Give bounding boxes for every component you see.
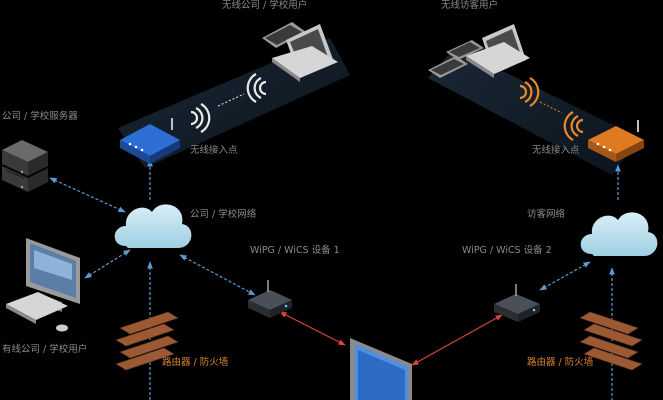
label-corp-servers: 公司 / 学校服务器 xyxy=(2,111,78,122)
label-corp-network: 公司 / 学校网络 xyxy=(190,209,257,220)
label-firewall-left: 路由器 / 防火墙 xyxy=(162,357,229,368)
label-access-point-left: 无线接入点 xyxy=(190,145,238,156)
wifi-dotted-right xyxy=(539,101,563,114)
label-device-1: WiPG / WiCS 设备 1 xyxy=(250,245,340,256)
link-device1-to-display xyxy=(279,311,346,346)
access-point-left-icon xyxy=(120,118,180,164)
link-cloud-to-device1 xyxy=(179,254,256,296)
wifi-signal-left-far-icon xyxy=(246,73,267,103)
firewall-left-icon xyxy=(115,311,179,371)
wifi-dotted-left xyxy=(217,93,245,107)
server-rack-icon xyxy=(2,140,48,192)
guest-network-cloud-icon xyxy=(580,212,658,256)
link-wired-user-to-cloud xyxy=(84,249,131,279)
laptop-tablet-left-icon xyxy=(262,22,338,82)
link-servers-to-cloud xyxy=(49,177,126,213)
display-screen-icon xyxy=(350,338,412,400)
wifi-signal-left-near-icon xyxy=(190,103,211,133)
label-wired-users: 有线公司 / 学校用户 xyxy=(2,344,88,355)
link-device2-to-display xyxy=(411,314,503,366)
label-firewall-right: 路由器 / 防火墙 xyxy=(527,357,594,368)
wifi-signal-right-near-icon xyxy=(563,111,584,141)
laptop-tablet-right-icon xyxy=(428,24,530,78)
corp-network-cloud-icon xyxy=(114,204,192,248)
desktop-computer-icon xyxy=(6,238,80,332)
label-access-point-right: 无线接入点 xyxy=(532,145,580,156)
label-device-2: WiPG / WiCS 设备 2 xyxy=(462,245,552,256)
access-point-right-icon xyxy=(588,120,644,162)
wifi-signal-right-far-icon xyxy=(519,77,540,107)
label-corp-wireless-users: 无线公司 / 学校用户 xyxy=(222,0,308,11)
wipg-device-2-icon xyxy=(494,284,540,322)
wipg-device-1-icon xyxy=(248,280,292,318)
link-guest-cloud-to-device2 xyxy=(539,261,591,291)
wireless-zone-right xyxy=(428,48,640,175)
label-guest-wireless-users: 无线访客用户 xyxy=(441,0,499,11)
label-guest-network: 访客网络 xyxy=(527,209,566,220)
firewall-right-icon xyxy=(579,311,643,371)
